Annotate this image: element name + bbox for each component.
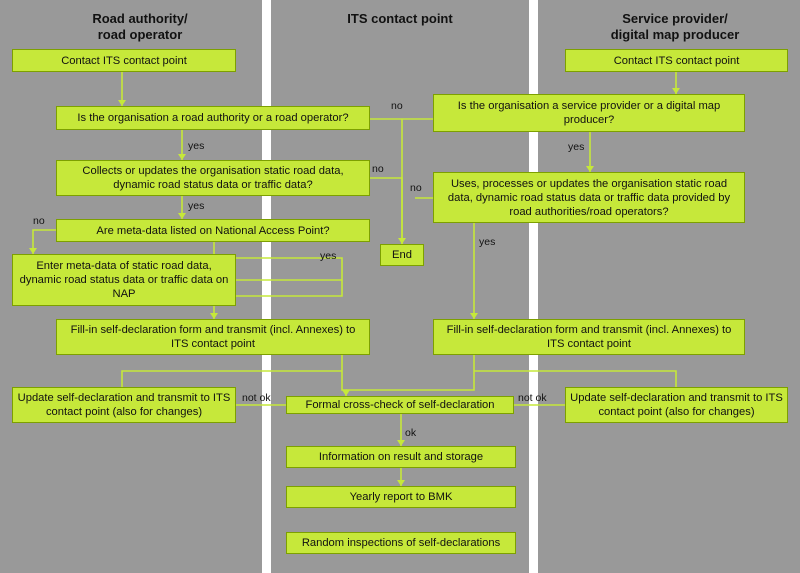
node-update-left: Update self-declaration and transmit to … [12, 387, 236, 423]
node-contact-its-right: Contact ITS contact point [565, 49, 788, 72]
node-contact-its-left: Contact ITS contact point [12, 49, 236, 72]
edge-label-yes-1: yes [188, 140, 205, 152]
lane-title-service-provider: Service provider/ digital map producer [610, 11, 740, 42]
edge-label-yes-meta: yes [320, 250, 337, 262]
node-info-result: Information on result and storage [286, 446, 516, 468]
edge-label-no-top: no [391, 100, 403, 112]
lane-divider-left [262, 0, 271, 573]
lane-title-road-authority: Road authority/ road operator [92, 11, 188, 42]
node-is-service-provider: Is the organisation a service provider o… [433, 94, 745, 132]
node-end: End [380, 244, 424, 266]
edge-label-ok: ok [405, 427, 417, 439]
lane-title-its-contact-point: ITS contact point [347, 11, 453, 26]
edge-label-not-ok-right: not ok [518, 392, 547, 404]
link-meta-yes [213, 242, 343, 280]
node-yearly-report: Yearly report to BMK [286, 486, 516, 508]
edge-label-not-ok-left: not ok [242, 392, 271, 404]
edge-label-yes-uses: yes [479, 236, 496, 248]
link-fill-right-to-check [346, 355, 475, 391]
edge-label-yes-2: yes [188, 200, 205, 212]
lane-divider-right [529, 0, 538, 573]
node-meta-listed: Are meta-data listed on National Access … [56, 219, 370, 242]
link-fill-left-to-check [341, 355, 347, 396]
link-collects-no [370, 177, 403, 244]
node-collects-updates: Collects or updates the organisation sta… [56, 160, 370, 196]
edge-label-no-collects: no [372, 163, 384, 175]
node-uses-processes: Uses, processes or updates the organisat… [433, 172, 745, 223]
link-to-fill-left [213, 280, 343, 319]
edge-label-yes-sp: yes [568, 141, 585, 153]
node-fill-in-left: Fill-in self-declaration form and transm… [56, 319, 370, 355]
node-update-right: Update self-declaration and transmit to … [565, 387, 788, 423]
node-random-inspections: Random inspections of self-declarations [286, 532, 516, 554]
edge-label-no-uses: no [410, 182, 422, 194]
node-fill-in-right: Fill-in self-declaration form and transm… [433, 319, 745, 355]
edge-label-no-meta: no [33, 215, 45, 227]
node-enter-meta: Enter meta-data of static road data, dyn… [12, 254, 236, 306]
node-is-road-authority: Is the organisation a road authority or … [56, 106, 370, 130]
node-formal-check: Formal cross-check of self-declaration [286, 396, 514, 414]
link-meta-no-to-enter [32, 229, 56, 254]
